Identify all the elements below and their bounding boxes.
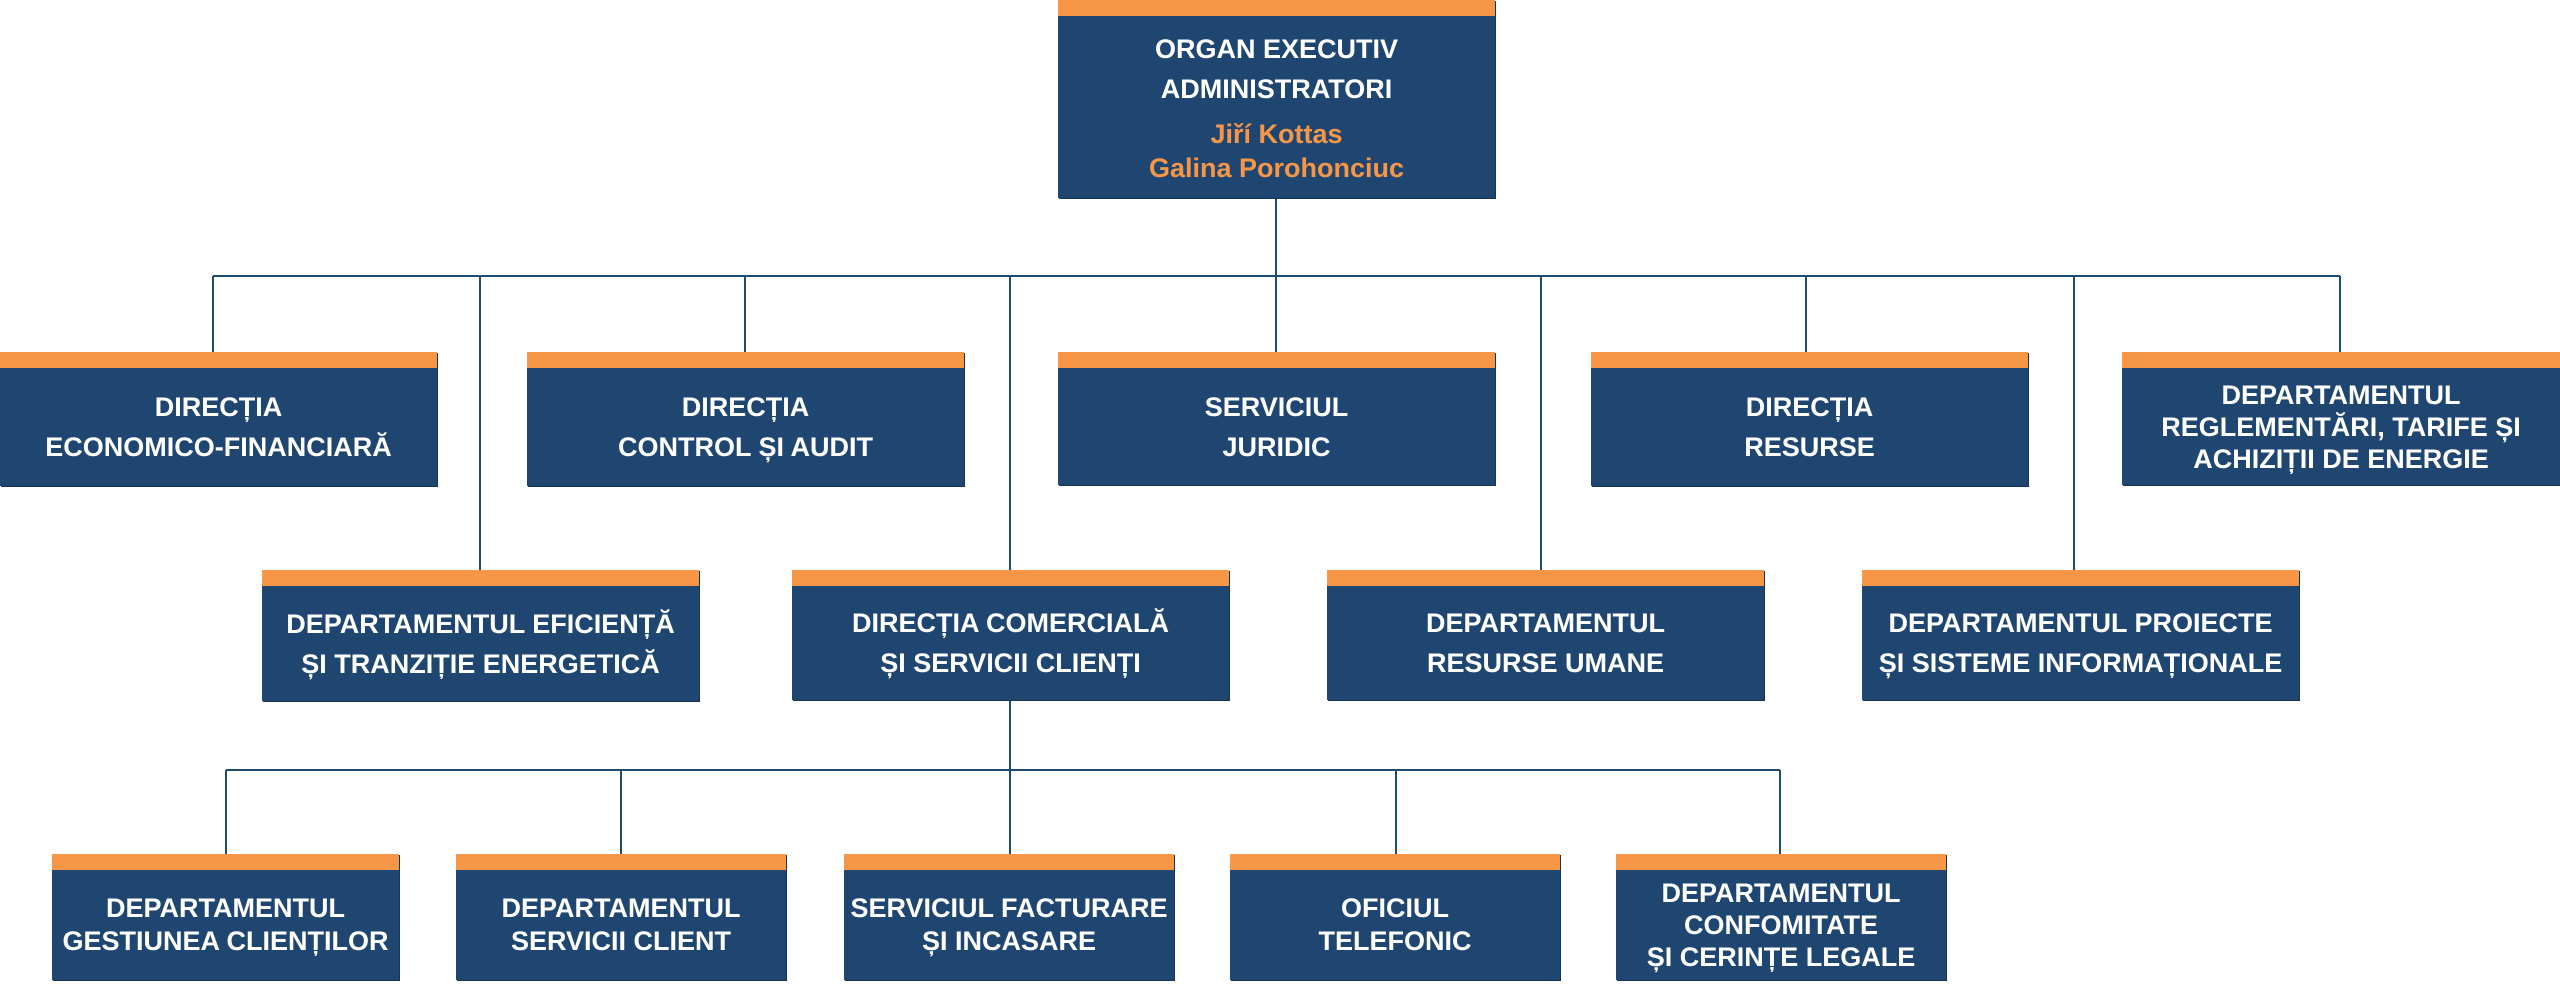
box-title-line: REGLEMENTĂRI, TARIFE ȘI (2161, 411, 2521, 442)
directia-control-si-audit-box: DIRECȚIA CONTROL ȘI AUDIT (527, 352, 964, 486)
box-title-line: ȘI CERINȚE LEGALE (1646, 942, 1916, 972)
box-title-line: DEPARTAMENTUL (106, 893, 345, 923)
box-title-line: OFICIUL (1341, 893, 1449, 923)
serviciul-juridic-box: SERVICIUL JURIDIC (1058, 352, 1495, 485)
departamentul-reglementari-box: DEPARTAMENTUL REGLEMENTĂRI, TARIFE ȘI AC… (2122, 352, 2560, 485)
box-title-line: DIRECȚIA (1745, 392, 1874, 422)
box-title-line: CONFOMITATE (1684, 910, 1878, 940)
box-title-line: CONTROL ȘI AUDIT (618, 432, 873, 462)
box-title-line: ȘI TRANZIȚIE ENERGETICĂ (301, 648, 660, 679)
box-title-line: JURIDIC (1222, 431, 1331, 462)
box-title-line: DIRECȚIA COMERCIALĂ (852, 608, 1169, 638)
box-title-line: GESTIUNEA CLIENȚILOR (62, 926, 389, 956)
box-title-line: ȘI INCASARE (921, 926, 1097, 956)
departamentul-conformitate-box: DEPARTAMENTUL CONFOMITATE ȘI CERINȚE LEG… (1616, 854, 1946, 980)
box-title-line: DEPARTAMENTUL (1661, 878, 1901, 908)
box-title-line: SERVICIUL FACTURARE (850, 893, 1168, 923)
box-title-line: ORGAN EXECUTIV (1154, 34, 1399, 64)
box-title-line: DEPARTAMENTUL (1426, 608, 1665, 638)
oficiul-telefonic-box: OFICIUL TELEFONIC (1230, 854, 1560, 980)
box-title-line: RESURSE UMANE (1426, 648, 1665, 678)
box-title-line: DEPARTAMENTUL (501, 893, 741, 923)
box-title-line: DIRECȚIA (681, 392, 810, 422)
departamentul-servicii-client-box: DEPARTAMENTUL SERVICII CLIENT (456, 854, 786, 980)
box-title-line: SERVICIUL (1204, 391, 1349, 422)
box-title-line: RESURSE (1744, 432, 1875, 462)
departamentul-gestiunea-clientilor-box: DEPARTAMENTUL GESTIUNEA CLIENȚILOR (52, 854, 399, 980)
executive-box: ORGAN EXECUTIV ADMINISTRATORI Jiří Kotta… (1058, 0, 1495, 198)
directia-economico-financiara-box: DIRECȚIA ECONOMICO-FINANCIARĂ (0, 352, 437, 486)
administrator-name: Jiří Kottas (1210, 119, 1343, 149)
box-title-line: ECONOMICO-FINANCIARĂ (45, 432, 392, 462)
administrator-name: Galina Porohonciuc (1148, 153, 1405, 183)
box-title-line: DIRECȚIA (154, 392, 283, 422)
box-title-line: ȘI SISTEME INFORMAȚIONALE (1878, 648, 2283, 678)
directia-resurse-box: DIRECȚIA RESURSE (1591, 352, 2028, 486)
box-title-line: TELEFONIC (1318, 926, 1472, 956)
directia-comerciala-box: DIRECȚIA COMERCIALĂ ȘI SERVICII CLIENȚI (792, 570, 1229, 700)
box-title-line: DEPARTAMENTUL (2221, 379, 2461, 410)
box-title-line: ȘI SERVICII CLIENȚI (880, 648, 1141, 678)
departamentul-proiecte-box: DEPARTAMENTUL PROIECTE ȘI SISTEME INFORM… (1862, 570, 2299, 700)
serviciul-facturare-box: SERVICIUL FACTURARE ȘI INCASARE (844, 854, 1174, 980)
box-title-line: DEPARTAMENTUL PROIECTE (1888, 608, 2273, 638)
box-title-line: SERVICII CLIENT (510, 926, 732, 956)
box-title-line: DEPARTAMENTUL EFICIENȚĂ (286, 608, 675, 639)
box-title-line: ADMINISTRATORI (1160, 74, 1393, 104)
departamentul-eficienta-box: DEPARTAMENTUL EFICIENȚĂ ȘI TRANZIȚIE ENE… (262, 570, 699, 701)
departamentul-resurse-umane-box: DEPARTAMENTUL RESURSE UMANE (1327, 570, 1764, 700)
box-title-line: ACHIZIȚII DE ENERGIE (2193, 443, 2489, 474)
